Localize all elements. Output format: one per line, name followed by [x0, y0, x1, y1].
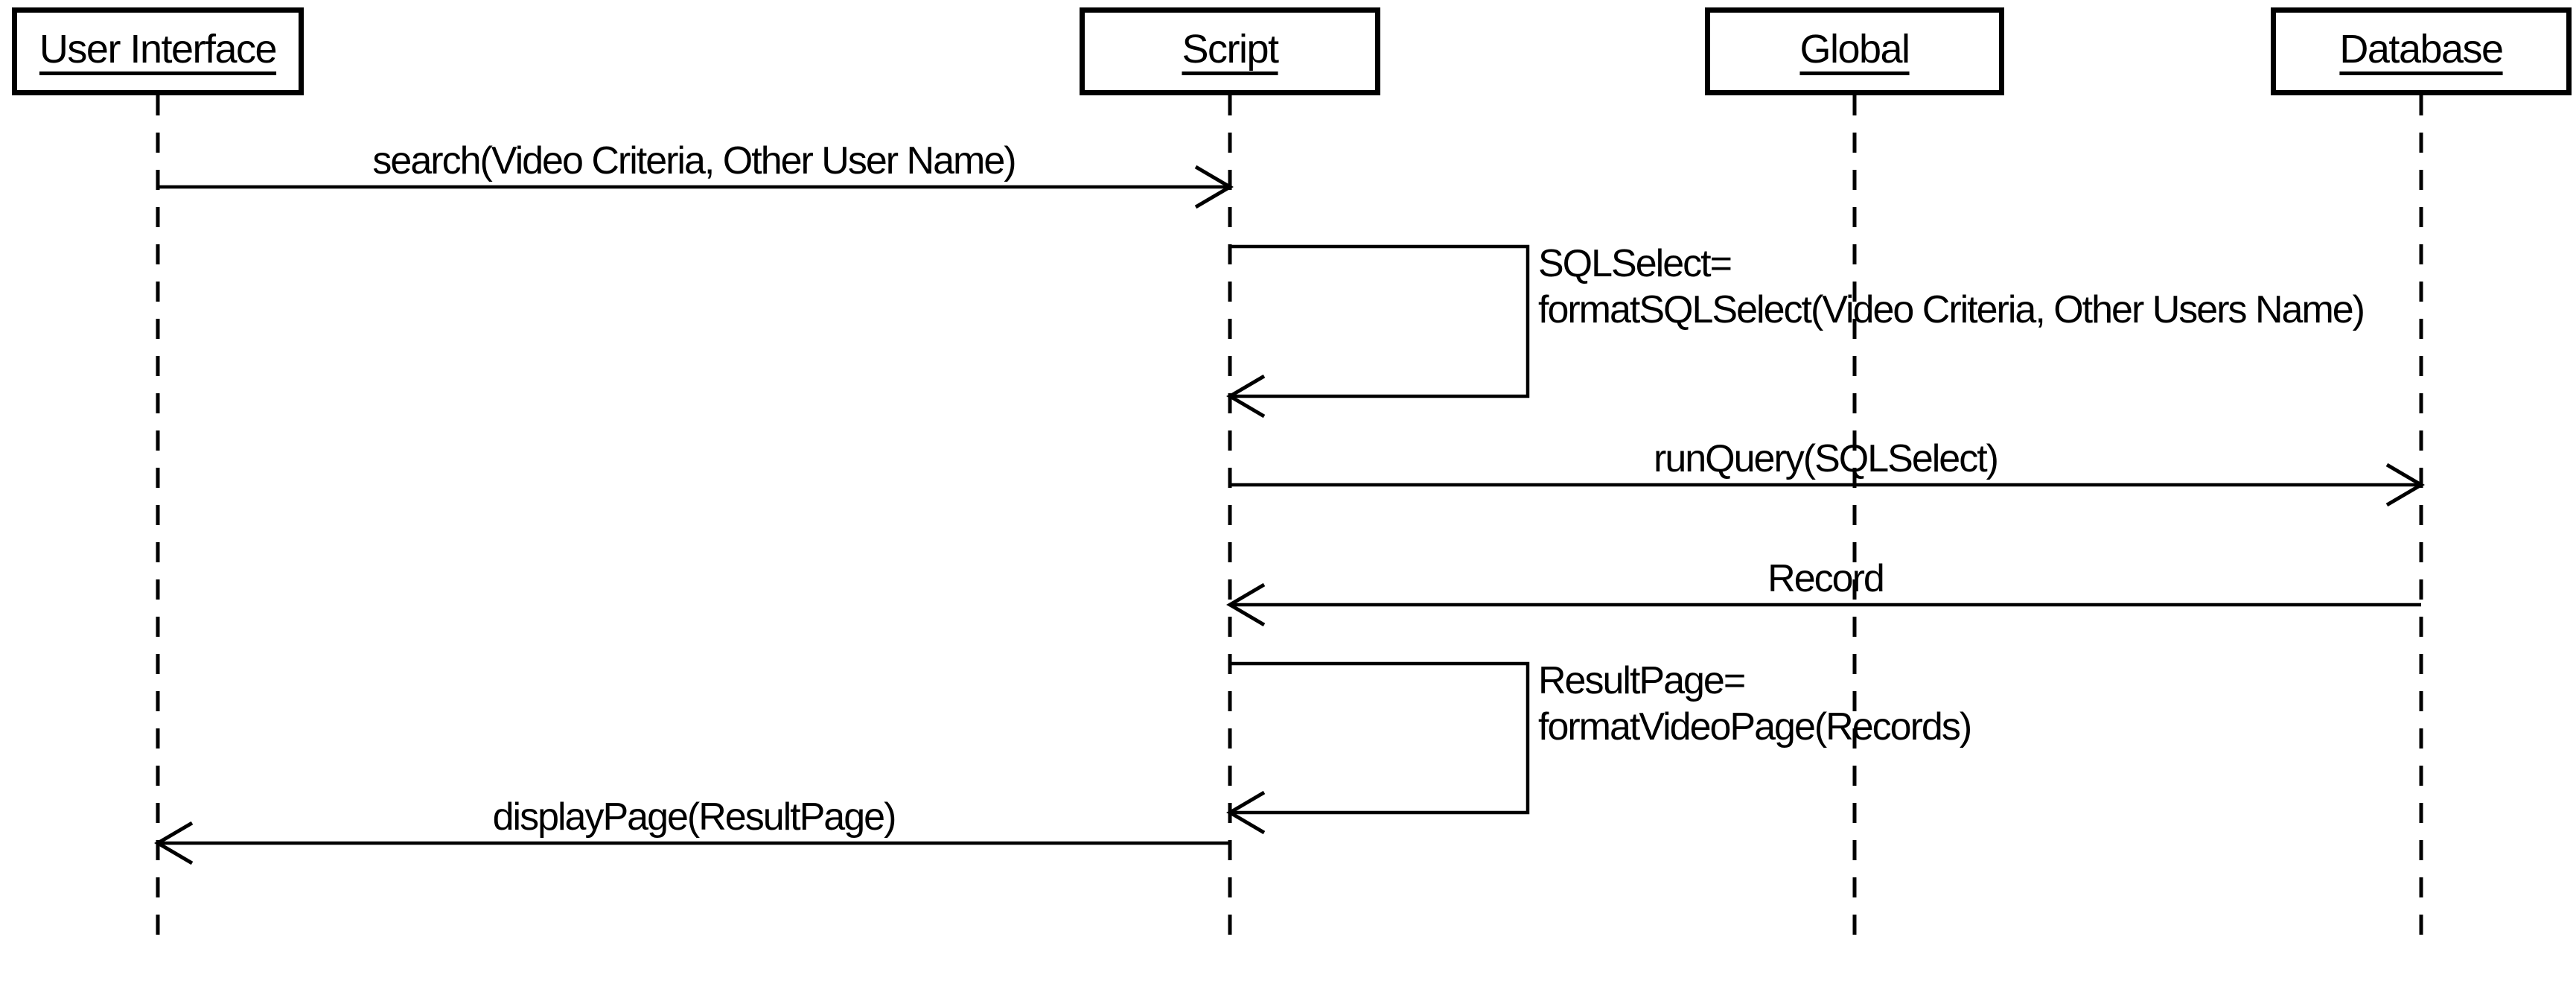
self-call-rect-format-video-page: [1230, 661, 1530, 815]
actor-box-database: Database: [2271, 7, 2572, 95]
actor-label-script: Script: [1182, 27, 1279, 71]
message-label-search: search(Video Criteria, Other User Name): [372, 139, 1016, 182]
arrow-head-right-icon: [2385, 463, 2425, 507]
message-label-format-video-page: ResultPage= formatVideoPage(Records): [1538, 658, 1972, 750]
message-label-format-sql-select: SQLSelect= formatSQLSelect(Video Criteri…: [1538, 241, 2365, 333]
arrow-head-left-icon: [1226, 374, 1266, 419]
actor-label-global: Global: [1799, 27, 1910, 71]
actor-box-global: Global: [1705, 7, 2004, 95]
message-label-line: ResultPage=: [1538, 659, 1746, 702]
actor-box-user-interface: User Interface: [12, 7, 304, 95]
message-label-line: formatVideoPage(Records): [1538, 705, 1972, 748]
arrow-head-left-icon: [154, 821, 194, 865]
arrow-head-left-icon: [1226, 582, 1266, 627]
message-label-line: SQLSelect=: [1538, 242, 1732, 285]
message-label-line: formatSQLSelect(Video Criteria, Other Us…: [1538, 288, 2365, 331]
message-label-display-page: displayPage(ResultPage): [492, 795, 897, 839]
actor-box-script: Script: [1080, 7, 1380, 95]
arrow-head-left-icon: [1226, 790, 1266, 835]
actor-label-database: Database: [2339, 27, 2504, 71]
message-label-record: Record: [1767, 557, 1885, 600]
message-label-run-query: runQuery(SQLSelect): [1654, 437, 1999, 480]
actor-label-user-interface: User Interface: [39, 27, 278, 71]
arrow-head-right-icon: [1194, 165, 1234, 209]
self-call-rect-format-sql-select: [1230, 244, 1530, 398]
